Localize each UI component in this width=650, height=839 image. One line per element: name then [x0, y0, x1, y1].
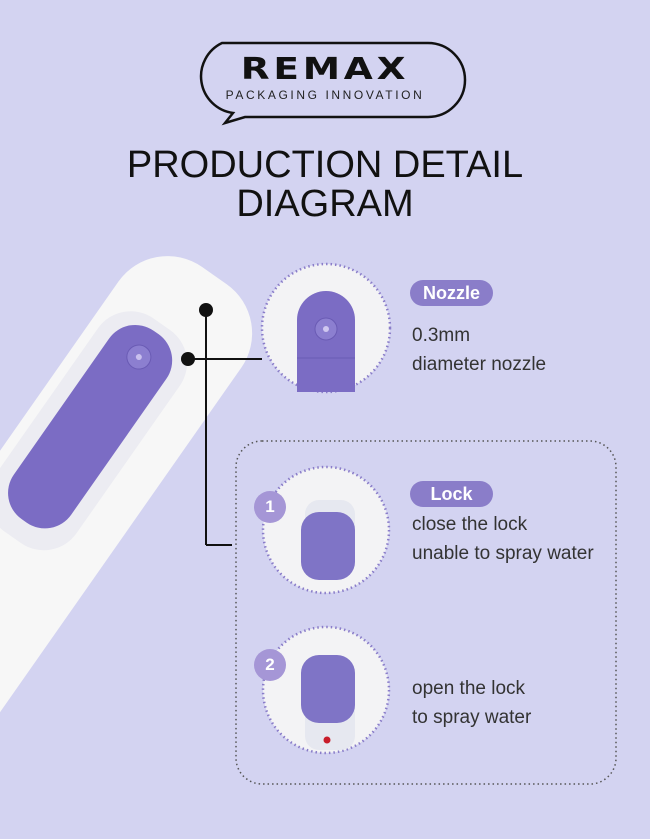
connector-dot [199, 303, 213, 317]
lock-badge: Lock [410, 481, 493, 507]
page-title-line1: PRODUCTION DETAIL [126, 144, 524, 186]
step-number-1: 1 [254, 491, 286, 523]
lock-step1-text-2: unable to spray water [412, 543, 594, 564]
step-number-2: 2 [254, 649, 286, 681]
lock-section-frame [235, 440, 617, 785]
page-title-line2: DIAGRAM [236, 183, 414, 225]
lock-step1-text-1: close the lock [412, 514, 528, 535]
lock-step2-text-1: open the lock [412, 678, 526, 699]
nozzle-closeup [260, 262, 392, 394]
connector-dot [181, 352, 195, 366]
nozzle-text-1: 0.3mm [412, 325, 471, 346]
nozzle-badge: Nozzle [410, 280, 493, 306]
lock-open-closeup [261, 625, 391, 755]
nozzle-text-2: diameter nozzle [412, 354, 547, 375]
lock-step2-text-2: to spray water [412, 707, 532, 728]
brand-tagline: PACKAGING INNOVATION [225, 88, 425, 102]
brand-logo: REMAX [240, 52, 410, 87]
lock-closed-closeup [261, 465, 391, 595]
logo-bubble [199, 41, 467, 126]
product-spray-pen [0, 256, 253, 754]
